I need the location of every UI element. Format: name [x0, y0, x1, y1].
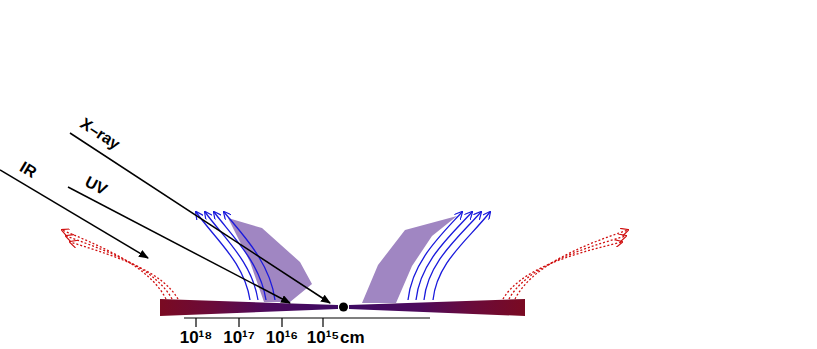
accretion-disk	[349, 299, 525, 316]
scale-label: 10¹⁶	[266, 329, 298, 346]
wind-region	[228, 218, 312, 302]
accretion-disk	[160, 299, 338, 316]
uv-ray	[68, 187, 290, 303]
ray-label: UV	[82, 174, 109, 199]
xray-ray	[70, 133, 330, 303]
scale-label: 10¹⁷	[223, 329, 255, 346]
unit-label: cm	[340, 329, 365, 346]
scale-label: 10¹⁸	[180, 329, 213, 346]
ray-label: X–ray	[77, 115, 122, 152]
scale-axis	[184, 318, 430, 327]
wind-streamlines	[408, 212, 490, 300]
wind-streamlines	[196, 212, 275, 300]
ir-ray	[0, 170, 148, 258]
black-hole	[339, 303, 348, 312]
ir-outflow	[62, 230, 628, 299]
scale-label: 10¹⁵	[307, 329, 340, 346]
ray-label: IR	[17, 159, 39, 181]
